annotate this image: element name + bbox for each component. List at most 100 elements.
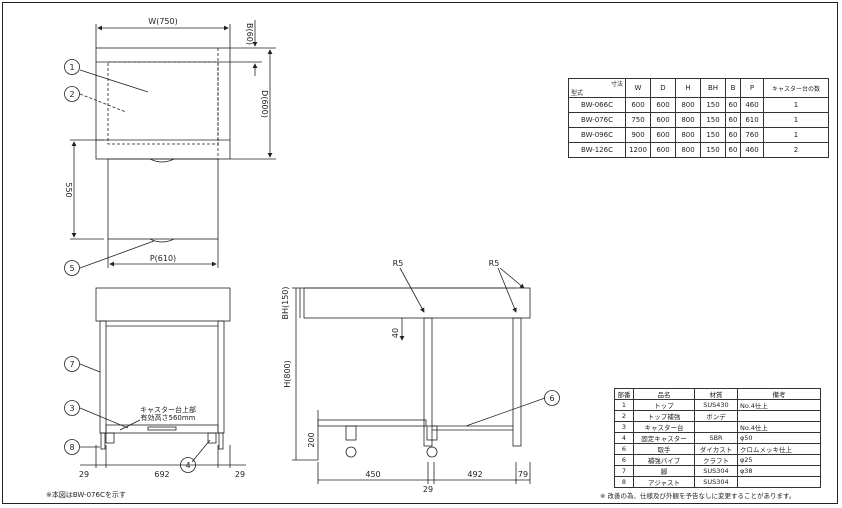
dim-200: 200 [307, 432, 316, 447]
spec-cell: 150 [700, 127, 726, 143]
backsplash-label: B(60) [245, 23, 254, 45]
part-remark [737, 476, 821, 488]
balloon-4-label: 4 [185, 461, 190, 470]
handle-bottom [149, 238, 175, 243]
spec-model: BW-126C [568, 142, 626, 158]
front-caster-left [105, 432, 115, 444]
part-no: 8 [614, 476, 634, 488]
spec-cell: 150 [700, 97, 726, 113]
front-dim-left: 29 [79, 470, 89, 479]
parts-header: 備考 [737, 388, 821, 400]
front-leg-left [99, 320, 107, 434]
part-material: SUS304 [694, 465, 738, 477]
spec-cell: 800 [675, 142, 701, 158]
spec-cell: 1200 [625, 142, 651, 158]
dim-79: 79 [518, 470, 528, 479]
note-right: ※ 改善の為、仕様及び外観を予告なしに変更することがあります。 [600, 492, 796, 500]
part-no: 1 [614, 399, 634, 411]
balloon-7-label: 7 [69, 360, 74, 369]
side-caster-front [426, 425, 438, 441]
handle-top [149, 158, 175, 163]
shelf-height-label: 550 [64, 182, 73, 197]
spec-header-diagonal: 寸法 型式 [568, 78, 626, 98]
balloon-2 [64, 86, 80, 102]
part-name: トップ補強 [633, 410, 695, 422]
spec-cell: 460 [740, 97, 764, 113]
side-top-panel [303, 287, 531, 319]
spec-col-header: W [625, 78, 651, 98]
caster-note-line1: キャスター台上部 [140, 405, 196, 414]
front-caster-right [207, 432, 217, 444]
dim-40: 40 [391, 328, 400, 338]
side-leg-right [512, 317, 522, 447]
front-adjuster-right [218, 432, 224, 450]
spec-col-header: B [725, 78, 741, 98]
part-no: 6 [614, 454, 634, 466]
side-caster-rear [345, 425, 357, 441]
spec-model: BW-066C [568, 97, 626, 113]
spec-cell: 150 [700, 112, 726, 128]
spec-cell: 600 [650, 142, 676, 158]
spec-col-header: BH [700, 78, 726, 98]
dim-29: 29 [423, 485, 433, 494]
spec-cell: 1 [763, 127, 829, 143]
leader-5 [79, 240, 155, 269]
spec-cell: 760 [740, 127, 764, 143]
balloon-1 [64, 59, 80, 75]
parts-header: 材質 [694, 388, 738, 400]
balloon-8 [64, 439, 80, 455]
part-remark: φ38 [737, 465, 821, 477]
front-adjuster-left [100, 432, 106, 450]
part-remark: φ50 [737, 432, 821, 444]
part-no: 2 [614, 410, 634, 422]
balloon-6 [544, 390, 560, 406]
leader-1 [79, 69, 149, 93]
part-remark: クロムメッキ仕上 [737, 443, 821, 455]
spec-cell: 460 [740, 142, 764, 158]
part-no: 3 [614, 421, 634, 433]
part-name: キャスター台 [633, 421, 695, 433]
part-material: ボンデ [694, 410, 738, 422]
balloon-3 [64, 400, 80, 416]
spec-cell: 600 [650, 97, 676, 113]
spec-model: BW-076C [568, 112, 626, 128]
note-left: ※本図はBW-076Cを示す [46, 491, 126, 499]
part-material: ダイカスト [694, 443, 738, 455]
spec-cell: 800 [675, 127, 701, 143]
spec-header-model: 型式 [571, 90, 584, 97]
balloon-2-label: 2 [69, 90, 74, 99]
spec-col-header: H [675, 78, 701, 98]
spec-row: BW-126C 1200 600 800 150 60 460 2 [568, 142, 829, 158]
parts-header: 部番 [614, 388, 634, 400]
spec-cell: 610 [740, 112, 764, 128]
spec-cell: 1 [763, 112, 829, 128]
side-leg-left [423, 317, 433, 447]
spec-cell: 150 [700, 142, 726, 158]
width-label: W(750) [148, 17, 177, 26]
front-dim-mid: 692 [154, 470, 169, 479]
top-plate-outline [95, 47, 231, 160]
part-material: SUS430 [694, 399, 738, 411]
part-name: 取手 [633, 443, 695, 455]
spec-cell: 60 [725, 127, 741, 143]
bh-label: BH(150) [281, 286, 290, 319]
parts-header: 品名 [633, 388, 695, 400]
spec-cell: 900 [625, 127, 651, 143]
r5-leader-right-1 [497, 267, 517, 313]
spec-table: 寸法 型式 W D H BH B P キャスター台の数 BW-066C 600 … [568, 78, 829, 158]
spec-col-header: キャスター台の数 [763, 78, 829, 98]
balloon-5-label: 5 [69, 264, 74, 273]
spec-model: BW-096C [568, 127, 626, 143]
r5-left-label: R5 [393, 259, 404, 268]
balloon-6-label: 6 [549, 394, 554, 403]
part-remark: No.4仕上 [737, 399, 821, 411]
part-remark [737, 410, 821, 422]
